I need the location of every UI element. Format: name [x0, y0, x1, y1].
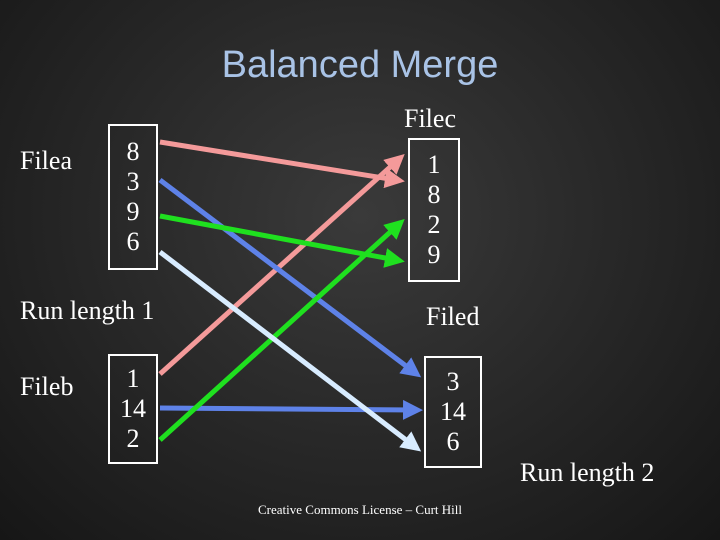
filec-box: 1 8 2 9 [408, 138, 460, 282]
filea-value: 3 [126, 167, 140, 196]
filed-label: Filed [426, 302, 480, 331]
fileb-value: 14 [120, 394, 146, 423]
filec-value: 9 [427, 240, 441, 269]
fileb-label: Fileb [20, 372, 74, 401]
arrow-white [158, 250, 422, 452]
filea-value: 9 [126, 197, 140, 226]
arrow-blue [158, 178, 422, 378]
filea-label: Filea [20, 146, 72, 175]
arrow-pink [159, 139, 405, 189]
filec-label: Filec [404, 104, 456, 133]
arrow-blue [159, 399, 423, 420]
filea-value: 6 [126, 227, 140, 256]
fileb-box: 1 14 2 [108, 354, 158, 464]
arrow-green [159, 213, 405, 268]
filec-value: 2 [427, 210, 441, 239]
filec-value: 1 [427, 150, 441, 179]
filed-value: 3 [446, 367, 460, 396]
filea-value: 8 [126, 137, 140, 166]
run-length-2-label: Run length 2 [520, 458, 655, 487]
footer-license: Creative Commons License – Curt Hill [258, 502, 462, 517]
fileb-value: 1 [126, 364, 140, 393]
filec-value: 8 [427, 180, 441, 209]
fileb-value: 2 [126, 424, 140, 453]
arrow-green [158, 218, 405, 442]
filed-value: 14 [440, 397, 466, 426]
filed-value: 6 [446, 427, 460, 456]
arrow-pink [158, 153, 405, 376]
run-length-1-label: Run length 1 [20, 296, 155, 325]
filea-box: 8 3 9 6 [108, 124, 158, 270]
slide-title: Balanced Merge [221, 44, 499, 86]
filed-box: 3 14 6 [424, 356, 482, 468]
